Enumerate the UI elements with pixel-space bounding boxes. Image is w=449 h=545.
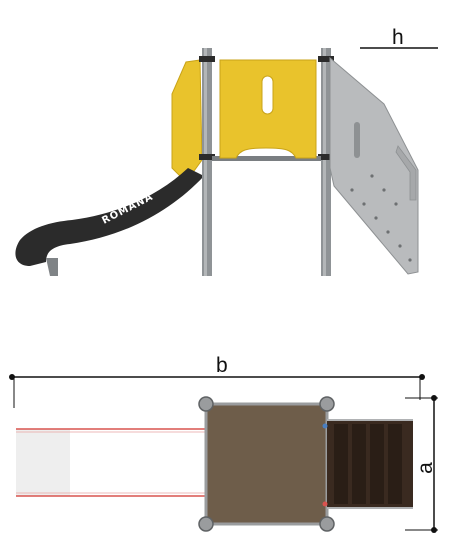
post-cap (198, 396, 214, 412)
post-caps (198, 396, 335, 532)
climbing-wall (329, 56, 419, 275)
right-post-highlight (323, 48, 326, 276)
post-clamp (199, 154, 215, 160)
connector-dot (322, 423, 328, 429)
climbing-wall-bolts (350, 174, 412, 262)
stair-tread (352, 424, 366, 504)
stair-tread (370, 424, 384, 504)
length-label: b (216, 354, 228, 377)
post-cap (319, 396, 335, 412)
slide-plan-chute (16, 429, 70, 496)
deck-plan (205, 403, 328, 525)
width-label: a (414, 462, 437, 474)
side-panel (171, 59, 203, 183)
post-cap (198, 516, 214, 532)
post-cap (319, 516, 335, 532)
post-clamp (318, 154, 334, 160)
climbing-hold-slot (354, 122, 360, 158)
slide-foot (46, 258, 58, 276)
plan-view: b a (9, 354, 438, 533)
panel-handle-slot (261, 75, 274, 115)
post-clamp (318, 56, 334, 62)
slide (15, 168, 205, 266)
left-post-highlight (204, 48, 207, 276)
elevation-view: h ROMANA (15, 26, 438, 276)
stair-tread (388, 424, 402, 504)
height-label: h (392, 26, 404, 49)
deck-beam (212, 156, 321, 161)
stair-tread (334, 424, 348, 504)
climbing-wall-handle (395, 145, 417, 201)
connector-dot (322, 501, 328, 507)
post-clamp (199, 56, 215, 62)
